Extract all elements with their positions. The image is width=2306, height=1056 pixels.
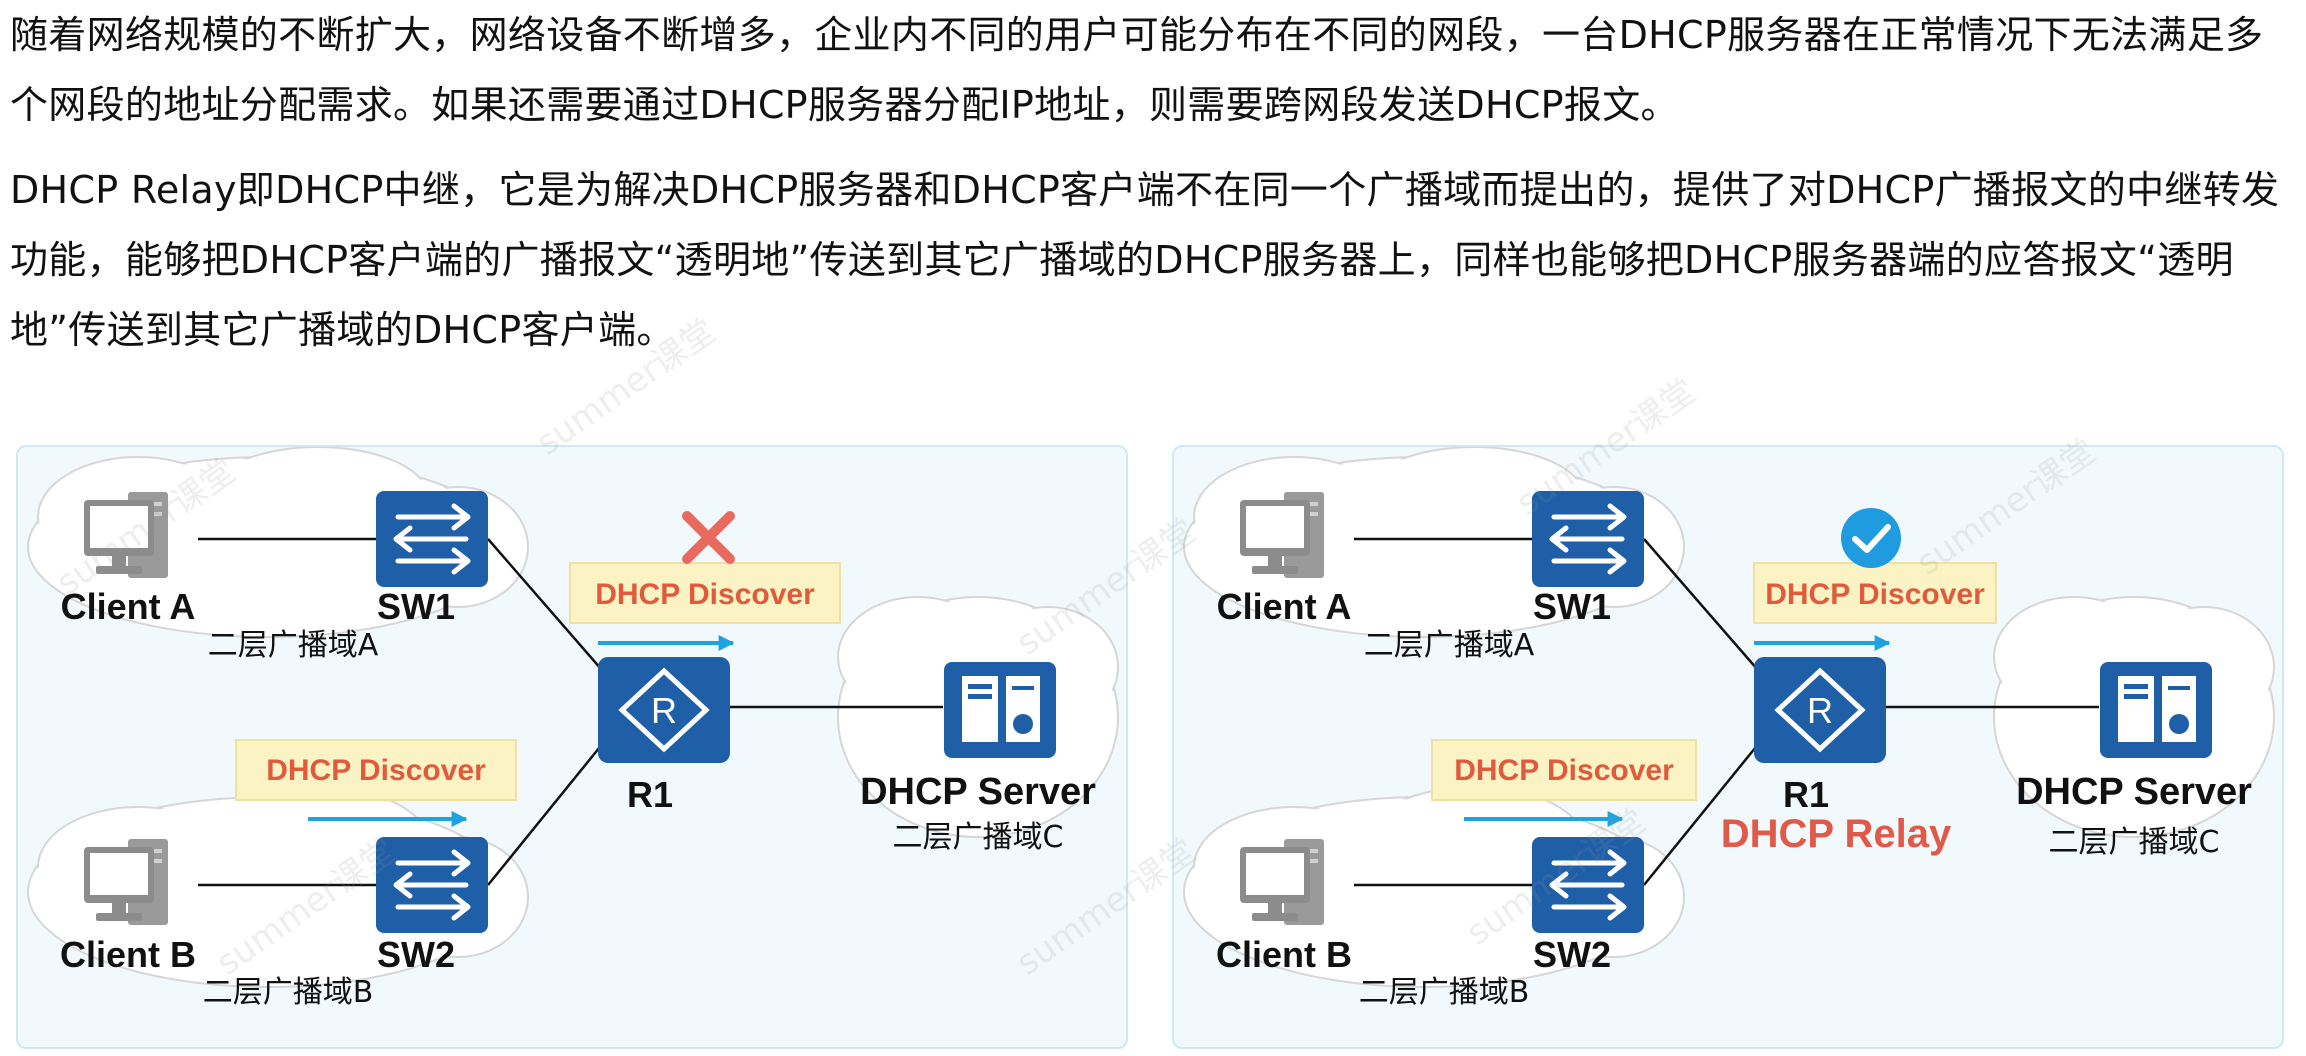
svg-text:DHCP Discover: DHCP Discover bbox=[1765, 578, 1985, 611]
links bbox=[198, 537, 943, 887]
client-a-label: Client A bbox=[1217, 586, 1352, 627]
r1-label: R1 bbox=[1783, 774, 1829, 815]
svg-text:R: R bbox=[1807, 690, 1833, 731]
sw2-switch-icon bbox=[1532, 837, 1644, 933]
zone-a-label: 二层广播域A bbox=[208, 628, 379, 663]
zone-c-label: 二层广播域C bbox=[893, 820, 1064, 855]
svg-text:DHCP Discover: DHCP Discover bbox=[266, 754, 486, 787]
sw2-switch-icon bbox=[376, 837, 488, 933]
server-label: DHCP Server bbox=[860, 771, 1096, 813]
svg-text:DHCP Discover: DHCP Discover bbox=[595, 578, 815, 611]
client-a-label: Client A bbox=[61, 586, 196, 627]
r1-router-icon: R bbox=[1754, 657, 1886, 763]
cross-icon bbox=[682, 511, 735, 564]
client-b-label: Client B bbox=[60, 934, 196, 975]
msg-bottom-box: DHCP Discover bbox=[235, 739, 517, 801]
client-b-computer-icon bbox=[1240, 839, 1324, 925]
client-b-label: Client B bbox=[1216, 934, 1352, 975]
zone-b-label: 二层广播域B bbox=[1359, 975, 1530, 1010]
msg-top-box: DHCP Discover bbox=[1753, 562, 1997, 624]
client-a-computer-icon bbox=[84, 492, 168, 578]
zone-c-label: 二层广播域C bbox=[2049, 825, 2220, 860]
dhcp-relay-label: DHCP Relay bbox=[1721, 812, 1952, 856]
r1-router-icon: R bbox=[598, 657, 730, 763]
sw2-label: SW2 bbox=[377, 934, 455, 975]
dhcp-server-icon bbox=[944, 662, 1056, 758]
diagram-with-relay: R Client A SW1 二层广播域A Client B SW2 二层广播域… bbox=[1172, 445, 2284, 1049]
diagram-without-relay: R Client A SW1 二层广播域A Client B SW2 二层广播域… bbox=[16, 445, 1128, 1049]
svg-text:DHCP Discover: DHCP Discover bbox=[1454, 754, 1674, 787]
msg-bottom-box: DHCP Discover bbox=[1431, 739, 1697, 801]
sw1-label: SW1 bbox=[377, 586, 455, 627]
relay-paragraph: DHCP Relay即DHCP中继，它是为解决DHCP服务器和DHCP客户端不在… bbox=[10, 168, 2280, 352]
client-b-computer-icon bbox=[84, 839, 168, 925]
zone-b-label: 二层广播域B bbox=[203, 975, 374, 1010]
zone-a-label: 二层广播域A bbox=[1364, 628, 1535, 663]
msg-top-box: DHCP Discover bbox=[569, 562, 841, 624]
check-circle-icon bbox=[1841, 508, 1901, 568]
server-label: DHCP Server bbox=[2016, 771, 2252, 813]
r1-label: R1 bbox=[627, 774, 673, 815]
sw1-switch-icon bbox=[1532, 491, 1644, 587]
sw1-label: SW1 bbox=[1533, 586, 1611, 627]
intro-paragraph: 随着网络规模的不断扩大，网络设备不断增多，企业内不同的用户可能分布在不同的网段，… bbox=[10, 13, 2264, 127]
client-a-computer-icon bbox=[1240, 492, 1324, 578]
dhcp-server-icon bbox=[2100, 662, 2212, 758]
svg-text:R: R bbox=[651, 690, 677, 731]
sw2-label: SW2 bbox=[1533, 934, 1611, 975]
sw1-switch-icon bbox=[376, 491, 488, 587]
